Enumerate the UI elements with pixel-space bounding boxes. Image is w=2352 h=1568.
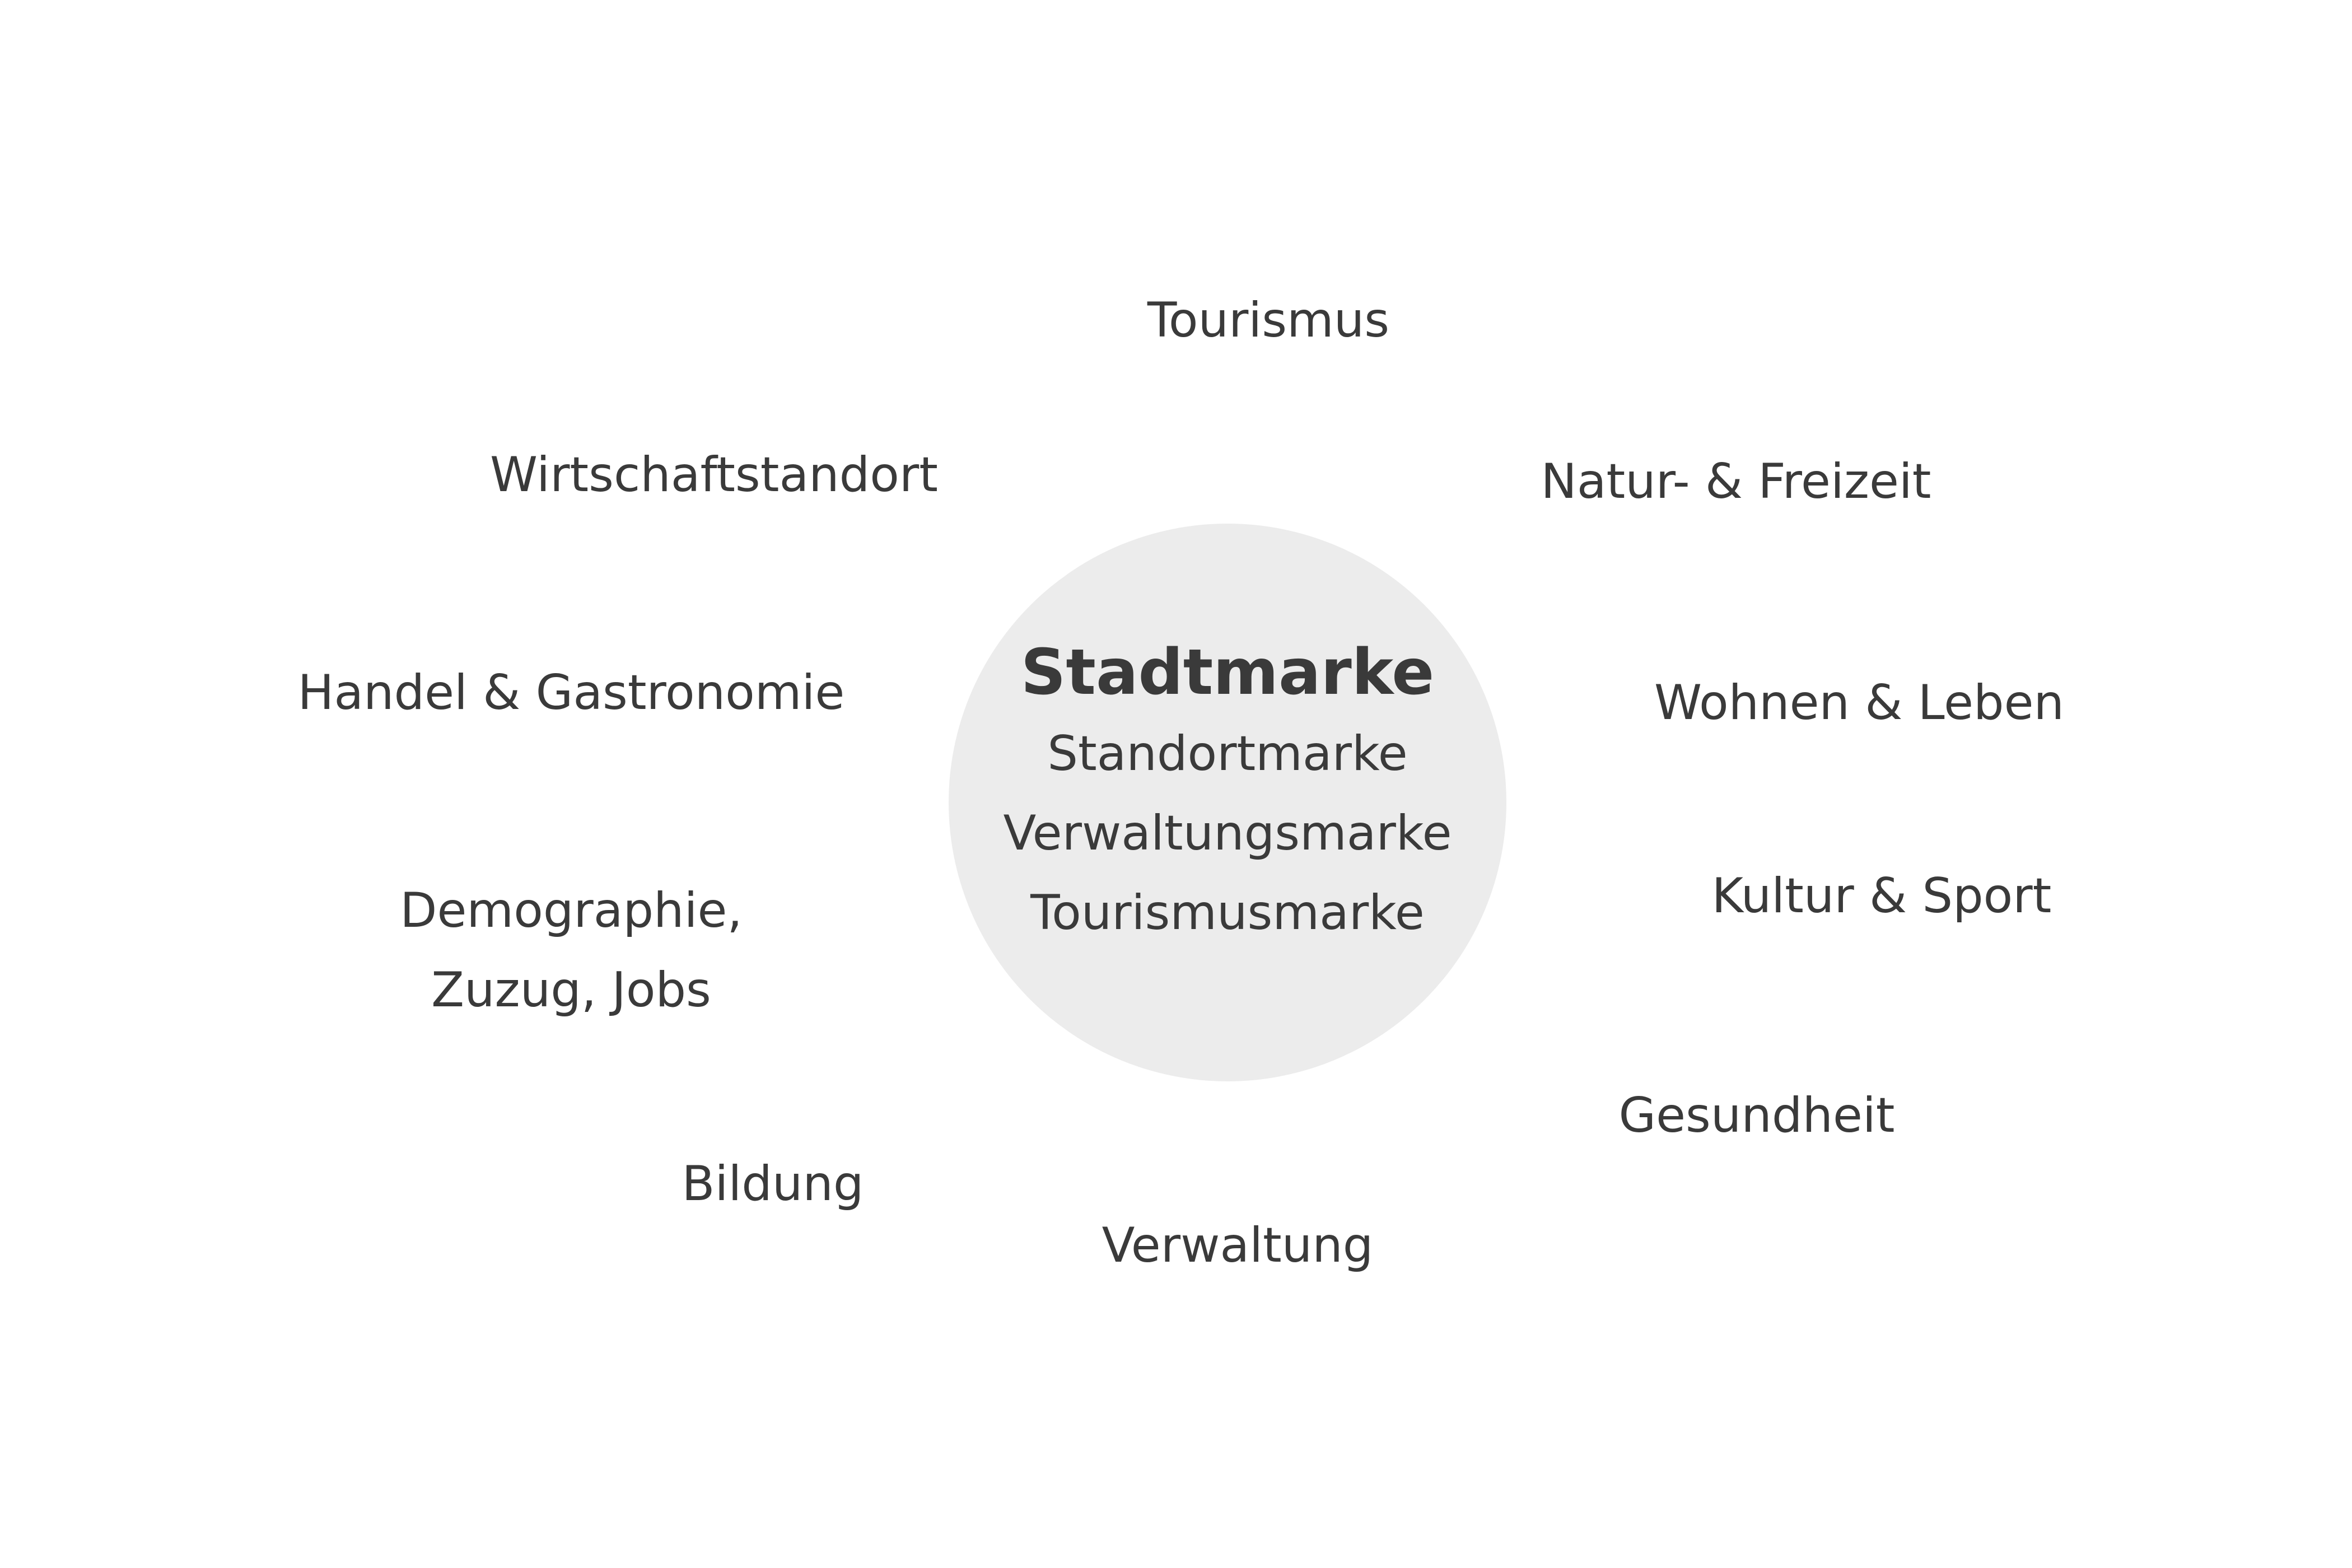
topic-handel-gastronomie: Handel & Gastronomie: [297, 665, 845, 721]
topic-wohnen-leben: Wohnen & Leben: [1654, 675, 2065, 731]
topic-natur-freizeit: Natur- & Freizeit: [1541, 454, 1931, 510]
topic-wirtschaftstandort: Wirtschaftstandort: [490, 447, 938, 503]
topic-gesundheit: Gesundheit: [1618, 1088, 1895, 1144]
center-line-tourismusmarke: Tourismusmarke: [1030, 885, 1425, 941]
center-line-standortmarke: Standortmarke: [1047, 726, 1408, 782]
center-line-verwaltungsmarke: Verwaltungsmarke: [1003, 805, 1452, 861]
topic-verwaltung: Verwaltung: [1102, 1217, 1374, 1273]
topic-demographie-line1: Demographie,: [400, 883, 743, 939]
topic-demographie: Demographie, Zuzug, Jobs: [400, 871, 742, 1030]
topic-kultur-sport: Kultur & Sport: [1711, 868, 2052, 924]
topic-tourismus: Tourismus: [1147, 292, 1390, 348]
topic-demographie-line2: Zuzug, Jobs: [431, 962, 711, 1018]
topic-bildung: Bildung: [682, 1156, 864, 1212]
center-circle: Stadtmarke Standortmarke Verwaltungsmark…: [949, 524, 1506, 1081]
center-title: Stadtmarke: [1020, 636, 1435, 709]
